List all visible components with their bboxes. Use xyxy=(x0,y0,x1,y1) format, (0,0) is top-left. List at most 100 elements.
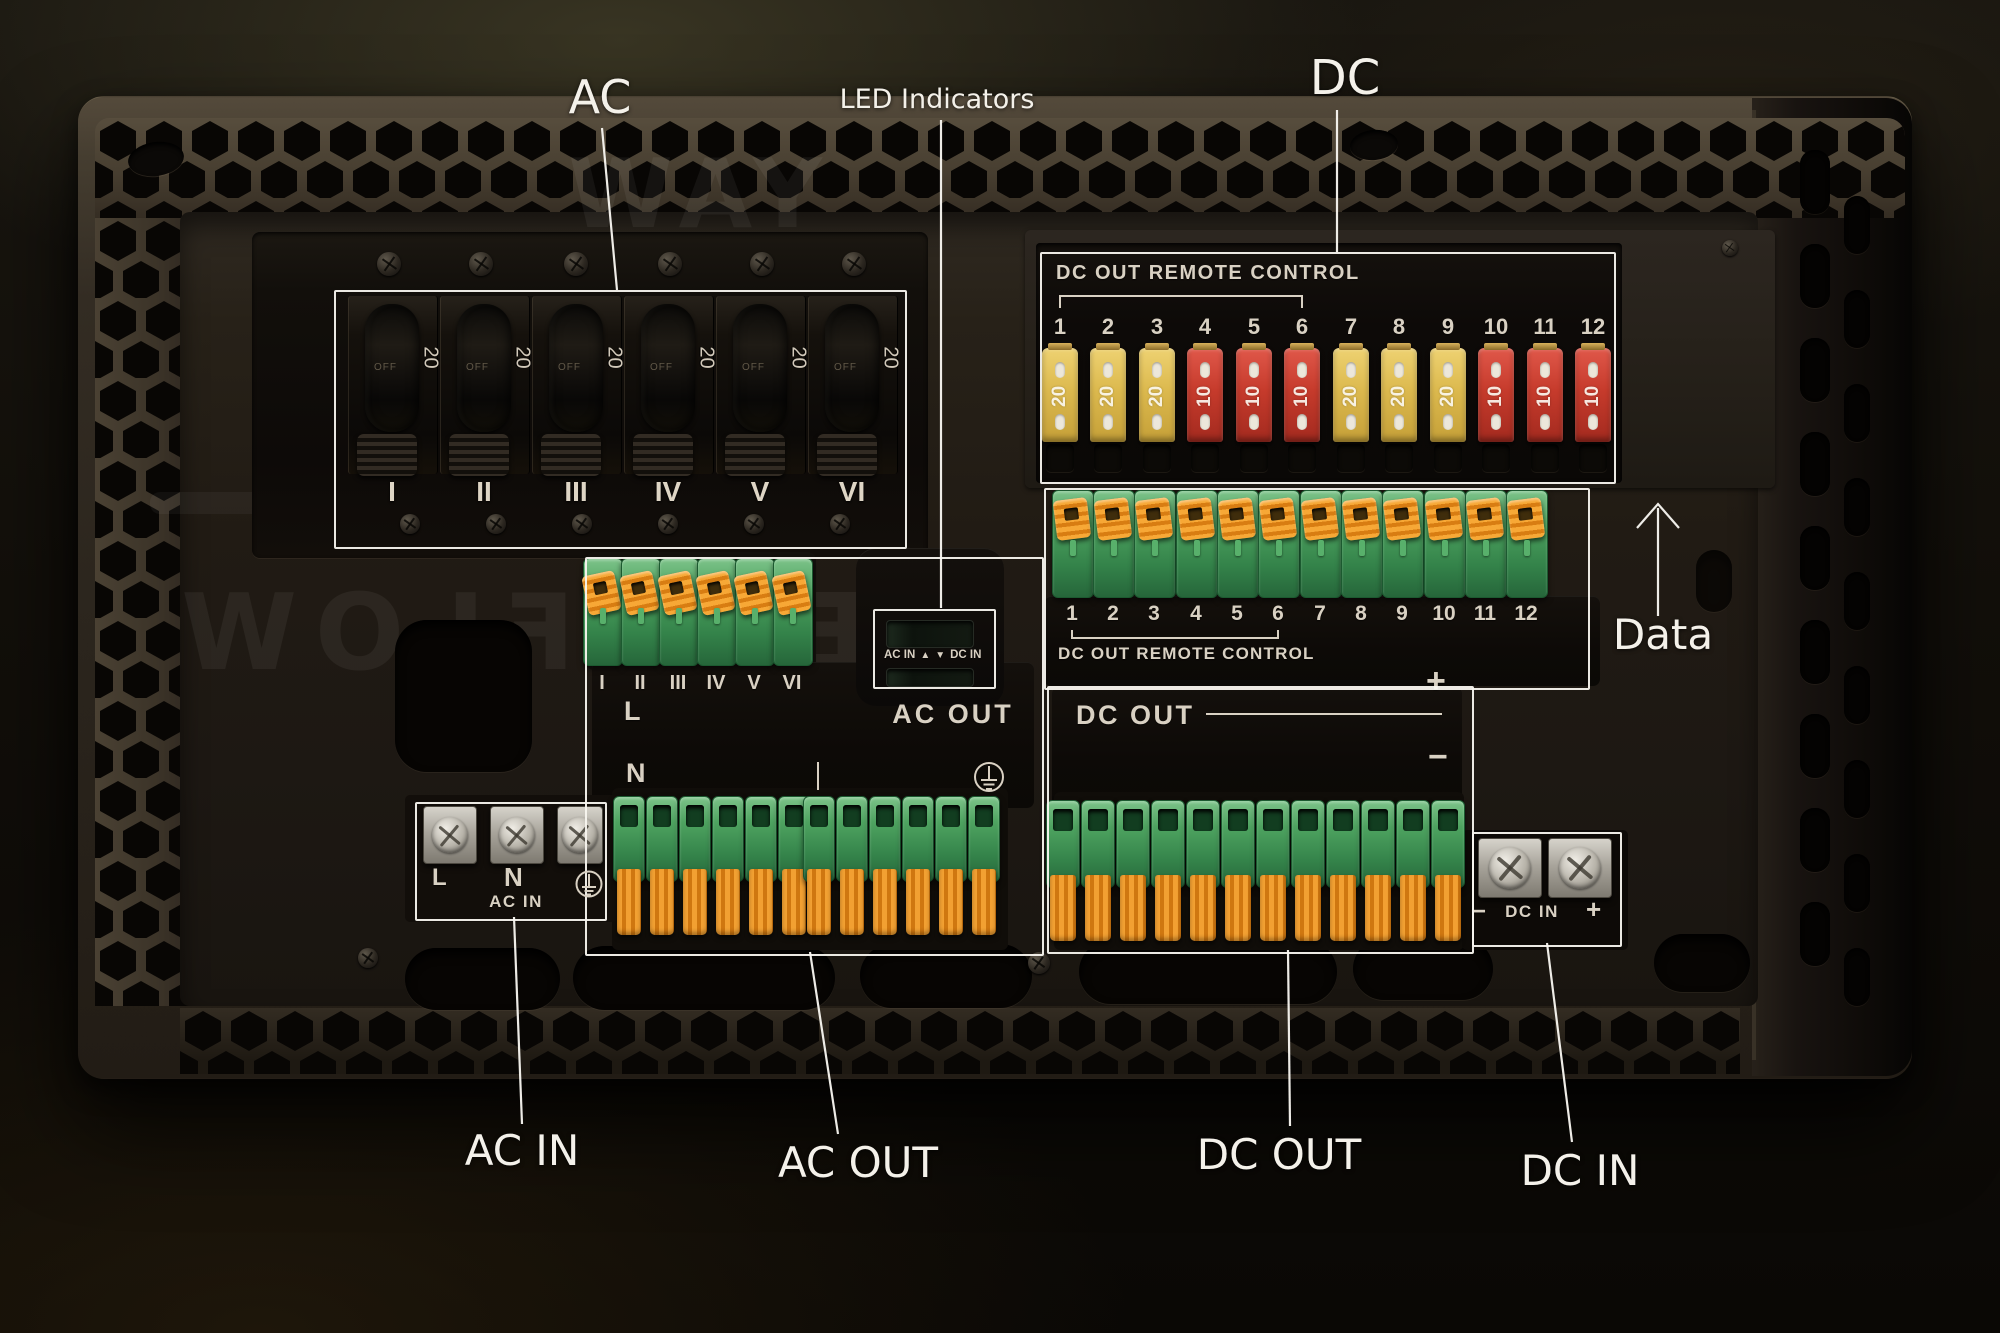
breaker-numeral: V xyxy=(750,476,770,507)
fuse-window xyxy=(1491,414,1501,430)
terminal-pin xyxy=(1442,539,1448,556)
bottom-cable-cutout xyxy=(573,946,835,1010)
terminal-pin xyxy=(1483,539,1489,556)
terminal-pin xyxy=(1070,539,1076,556)
breaker-module: OFF 20 xyxy=(808,296,901,476)
dc-channel-number: 11 xyxy=(1473,602,1497,625)
ac-out-title: AC OUT xyxy=(892,699,1014,729)
terminal-pin xyxy=(1194,539,1200,556)
wire-opening xyxy=(1263,809,1283,831)
wire-opening xyxy=(1158,809,1178,831)
fuse-window xyxy=(1394,362,1404,378)
wire-opening xyxy=(1123,809,1143,831)
fuse-channel-number: 6 xyxy=(1295,314,1309,339)
fuse-channel-number: 9 xyxy=(1441,314,1455,339)
breaker-module: OFF 20 xyxy=(716,296,809,476)
terminal-lever xyxy=(807,869,831,935)
terminal-lever xyxy=(1435,875,1461,941)
breaker-module: OFF 20 xyxy=(624,296,717,476)
phillips-screw xyxy=(750,252,774,276)
breaker-numeral: II xyxy=(476,476,492,507)
breaker-module: OFF 20 xyxy=(440,296,533,476)
empty-fuse-socket xyxy=(1385,444,1413,472)
terminal-screw xyxy=(1559,847,1601,889)
terminal-pin xyxy=(676,607,682,624)
ac-circuit-numeral: I xyxy=(599,672,605,694)
dc-channel-number: 12 xyxy=(1514,602,1538,625)
fuse-channel-number: 10 xyxy=(1483,314,1509,339)
circuit-breaker: OFF 20 V xyxy=(716,296,809,510)
terminal-lever xyxy=(1155,875,1181,941)
breaker-numeral: I xyxy=(388,476,396,507)
fuse-channel-number: 5 xyxy=(1247,314,1261,339)
dc-channel-number: 1 xyxy=(1066,602,1078,625)
breaker-rocker: OFF xyxy=(549,304,603,432)
terminal-pin xyxy=(600,607,606,624)
ac-out-terminal xyxy=(803,796,835,935)
dc-channel-number: 5 xyxy=(1231,602,1243,625)
fuse-window xyxy=(1297,362,1307,378)
ac-in-screw-terminal xyxy=(423,806,477,864)
phillips-screw xyxy=(830,514,850,534)
fuse-window xyxy=(1152,414,1162,430)
fuse-window xyxy=(1297,414,1307,430)
side-vent-slot xyxy=(1800,620,1830,684)
empty-fuse-socket xyxy=(1046,444,1074,472)
fuse-blade xyxy=(1436,343,1460,350)
breaker-grip xyxy=(541,434,601,476)
breaker-grip xyxy=(633,434,693,476)
circuit-breaker: OFF 20 I xyxy=(348,296,441,510)
terminal-lever xyxy=(1260,875,1286,941)
wire-opening xyxy=(1438,809,1458,831)
callout-label-ac-in: AC IN xyxy=(464,1126,580,1175)
breaker-numeral: IV xyxy=(654,476,682,507)
dc-out-terminal xyxy=(1116,800,1150,941)
triangle-up-icon: ▲ xyxy=(920,649,931,661)
breaker-rocker: OFF xyxy=(825,304,879,432)
empty-fuse-socket xyxy=(1094,444,1122,472)
side-vent-slot xyxy=(1844,290,1870,348)
wire-opening xyxy=(1333,809,1353,831)
fuse-blade xyxy=(1242,343,1266,350)
breaker-module: OFF 20 xyxy=(348,296,441,476)
circuit-breaker: OFF 20 VI xyxy=(808,296,901,510)
empty-fuse-socket xyxy=(1288,444,1316,472)
terminal-lever xyxy=(1190,875,1216,941)
dc-remote-terminal xyxy=(1134,490,1176,598)
annotation-box-dc-out xyxy=(1047,686,1474,954)
fuse-blade xyxy=(1145,343,1169,350)
fuse-window xyxy=(1443,414,1453,430)
fuse-channel-number: 7 xyxy=(1344,314,1358,339)
dc-out-terminal xyxy=(1151,800,1185,941)
bottom-cable-cutout xyxy=(1654,934,1750,992)
ac-out-line-label: L xyxy=(624,696,641,726)
ac-circuit-numeral: IV xyxy=(706,672,726,694)
fuse-channel-number: 2 xyxy=(1101,314,1115,339)
breaker-rocker: OFF xyxy=(457,304,511,432)
ac-out-terminal xyxy=(745,796,777,935)
ac-in-screw-terminal xyxy=(557,806,603,864)
dc-out-plus: + xyxy=(1426,662,1446,700)
dc-remote-terminal xyxy=(1217,490,1259,598)
dc-in-title: DC IN xyxy=(1505,902,1559,921)
ac-out-terminal xyxy=(712,796,744,935)
fuse-window xyxy=(1346,414,1356,430)
blade-fuse-20a: 20 xyxy=(1090,343,1126,442)
side-vent-slot xyxy=(1800,150,1830,214)
terminal-screw xyxy=(562,817,598,853)
annotation-box-dc-in xyxy=(1472,832,1622,947)
dc-channel-number: 3 xyxy=(1148,602,1160,625)
ac-in-line-label: L xyxy=(432,864,447,891)
breaker-numeral: III xyxy=(564,476,588,507)
terminal-screw xyxy=(432,817,468,853)
fuse-window xyxy=(1200,414,1210,430)
terminal-lever xyxy=(939,869,963,935)
breaker-rocker: OFF xyxy=(641,304,695,432)
wire-opening xyxy=(719,805,737,827)
wire-opening xyxy=(909,805,927,827)
terminal-lever xyxy=(873,869,897,935)
terminal-pin xyxy=(1318,539,1324,556)
side-vent-slot xyxy=(1800,714,1830,778)
fuse-panel-title: DC OUT REMOTE CONTROL xyxy=(1056,262,1360,284)
